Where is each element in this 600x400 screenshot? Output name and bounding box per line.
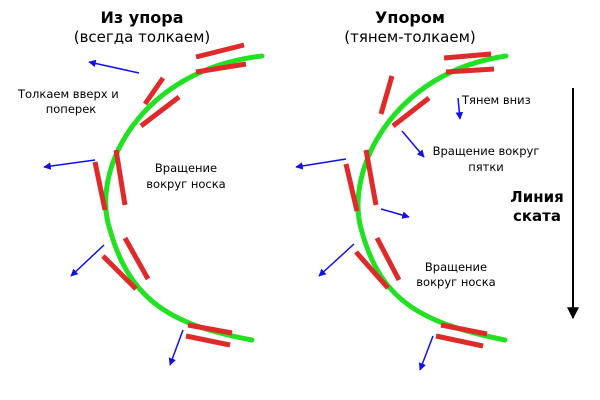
right-skate-1b (445, 66, 495, 75)
left-note-push-line1: Толкаем вверх и (17, 87, 119, 101)
right-force-arrow-pull-down (455, 97, 464, 120)
right-skate-3b (363, 149, 379, 206)
left-force-arrow-1 (88, 59, 140, 74)
left-skate-3a (92, 161, 108, 211)
left-force-arrow-2 (43, 159, 96, 170)
left-skate-positions (92, 42, 247, 348)
right-skate-3a (343, 163, 360, 212)
right-force-arrow-4 (418, 335, 434, 371)
left-skate-1a (195, 42, 245, 60)
left-skate-5a (187, 322, 233, 336)
slope-indicator: Линия ската (504, 88, 579, 320)
right-panel: Упором (тянем-толкаем) Тянем вниз (295, 8, 540, 371)
slope-label-line1: Линия (510, 188, 563, 206)
left-skate-3b (113, 149, 128, 206)
right-skate-5a (440, 322, 488, 337)
slope-label-line2: ската (513, 207, 561, 225)
right-subtitle: (тянем-толкаем) (344, 28, 476, 46)
right-title: Упором (375, 8, 445, 27)
right-note-heel-line2: пятки (468, 160, 504, 174)
right-skate-2b (391, 96, 431, 128)
left-skate-4a (101, 254, 138, 291)
right-skate-positions (343, 51, 495, 349)
left-force-arrow-4 (168, 329, 184, 366)
right-force-arrow-heel (401, 130, 425, 158)
left-skate-2a (142, 76, 166, 106)
right-force-arrows (295, 97, 464, 371)
left-subtitle: (всегда толкаем) (74, 28, 211, 46)
right-force-arrow-3 (318, 243, 355, 277)
right-note-toe-line1: Вращение (425, 260, 487, 274)
right-note-heel-line1: Вращение вокруг (433, 144, 540, 158)
right-skate-4b (374, 236, 402, 282)
right-note-toe-line2: вокруг носка (416, 275, 495, 289)
left-skate-2b (139, 95, 181, 128)
right-skate-5b (435, 333, 484, 349)
left-force-arrows (43, 59, 184, 366)
left-skate-1b (195, 61, 247, 75)
left-note-rotation-line1: Вращение (155, 161, 217, 175)
left-panel: Из упора (всегда толкаем) Толкаем вверх … (17, 8, 265, 366)
right-skate-2a (378, 75, 395, 115)
left-note-rotation-line2: вокруг носка (146, 177, 225, 191)
left-force-arrow-3 (70, 244, 105, 277)
right-note-pull: Тянем вниз (461, 93, 531, 107)
right-force-arrow-inner (380, 208, 410, 219)
left-skate-4b (122, 236, 151, 281)
right-skate-1a (443, 51, 492, 61)
right-skate-4a (354, 250, 390, 290)
right-arc (355, 53, 509, 343)
left-skate-5b (185, 333, 231, 348)
slope-label-backdrop (504, 186, 568, 228)
left-title: Из упора (101, 8, 184, 27)
left-note-push-line2: поперек (46, 102, 97, 116)
left-arc (103, 53, 265, 343)
right-force-arrow-side (295, 158, 347, 170)
